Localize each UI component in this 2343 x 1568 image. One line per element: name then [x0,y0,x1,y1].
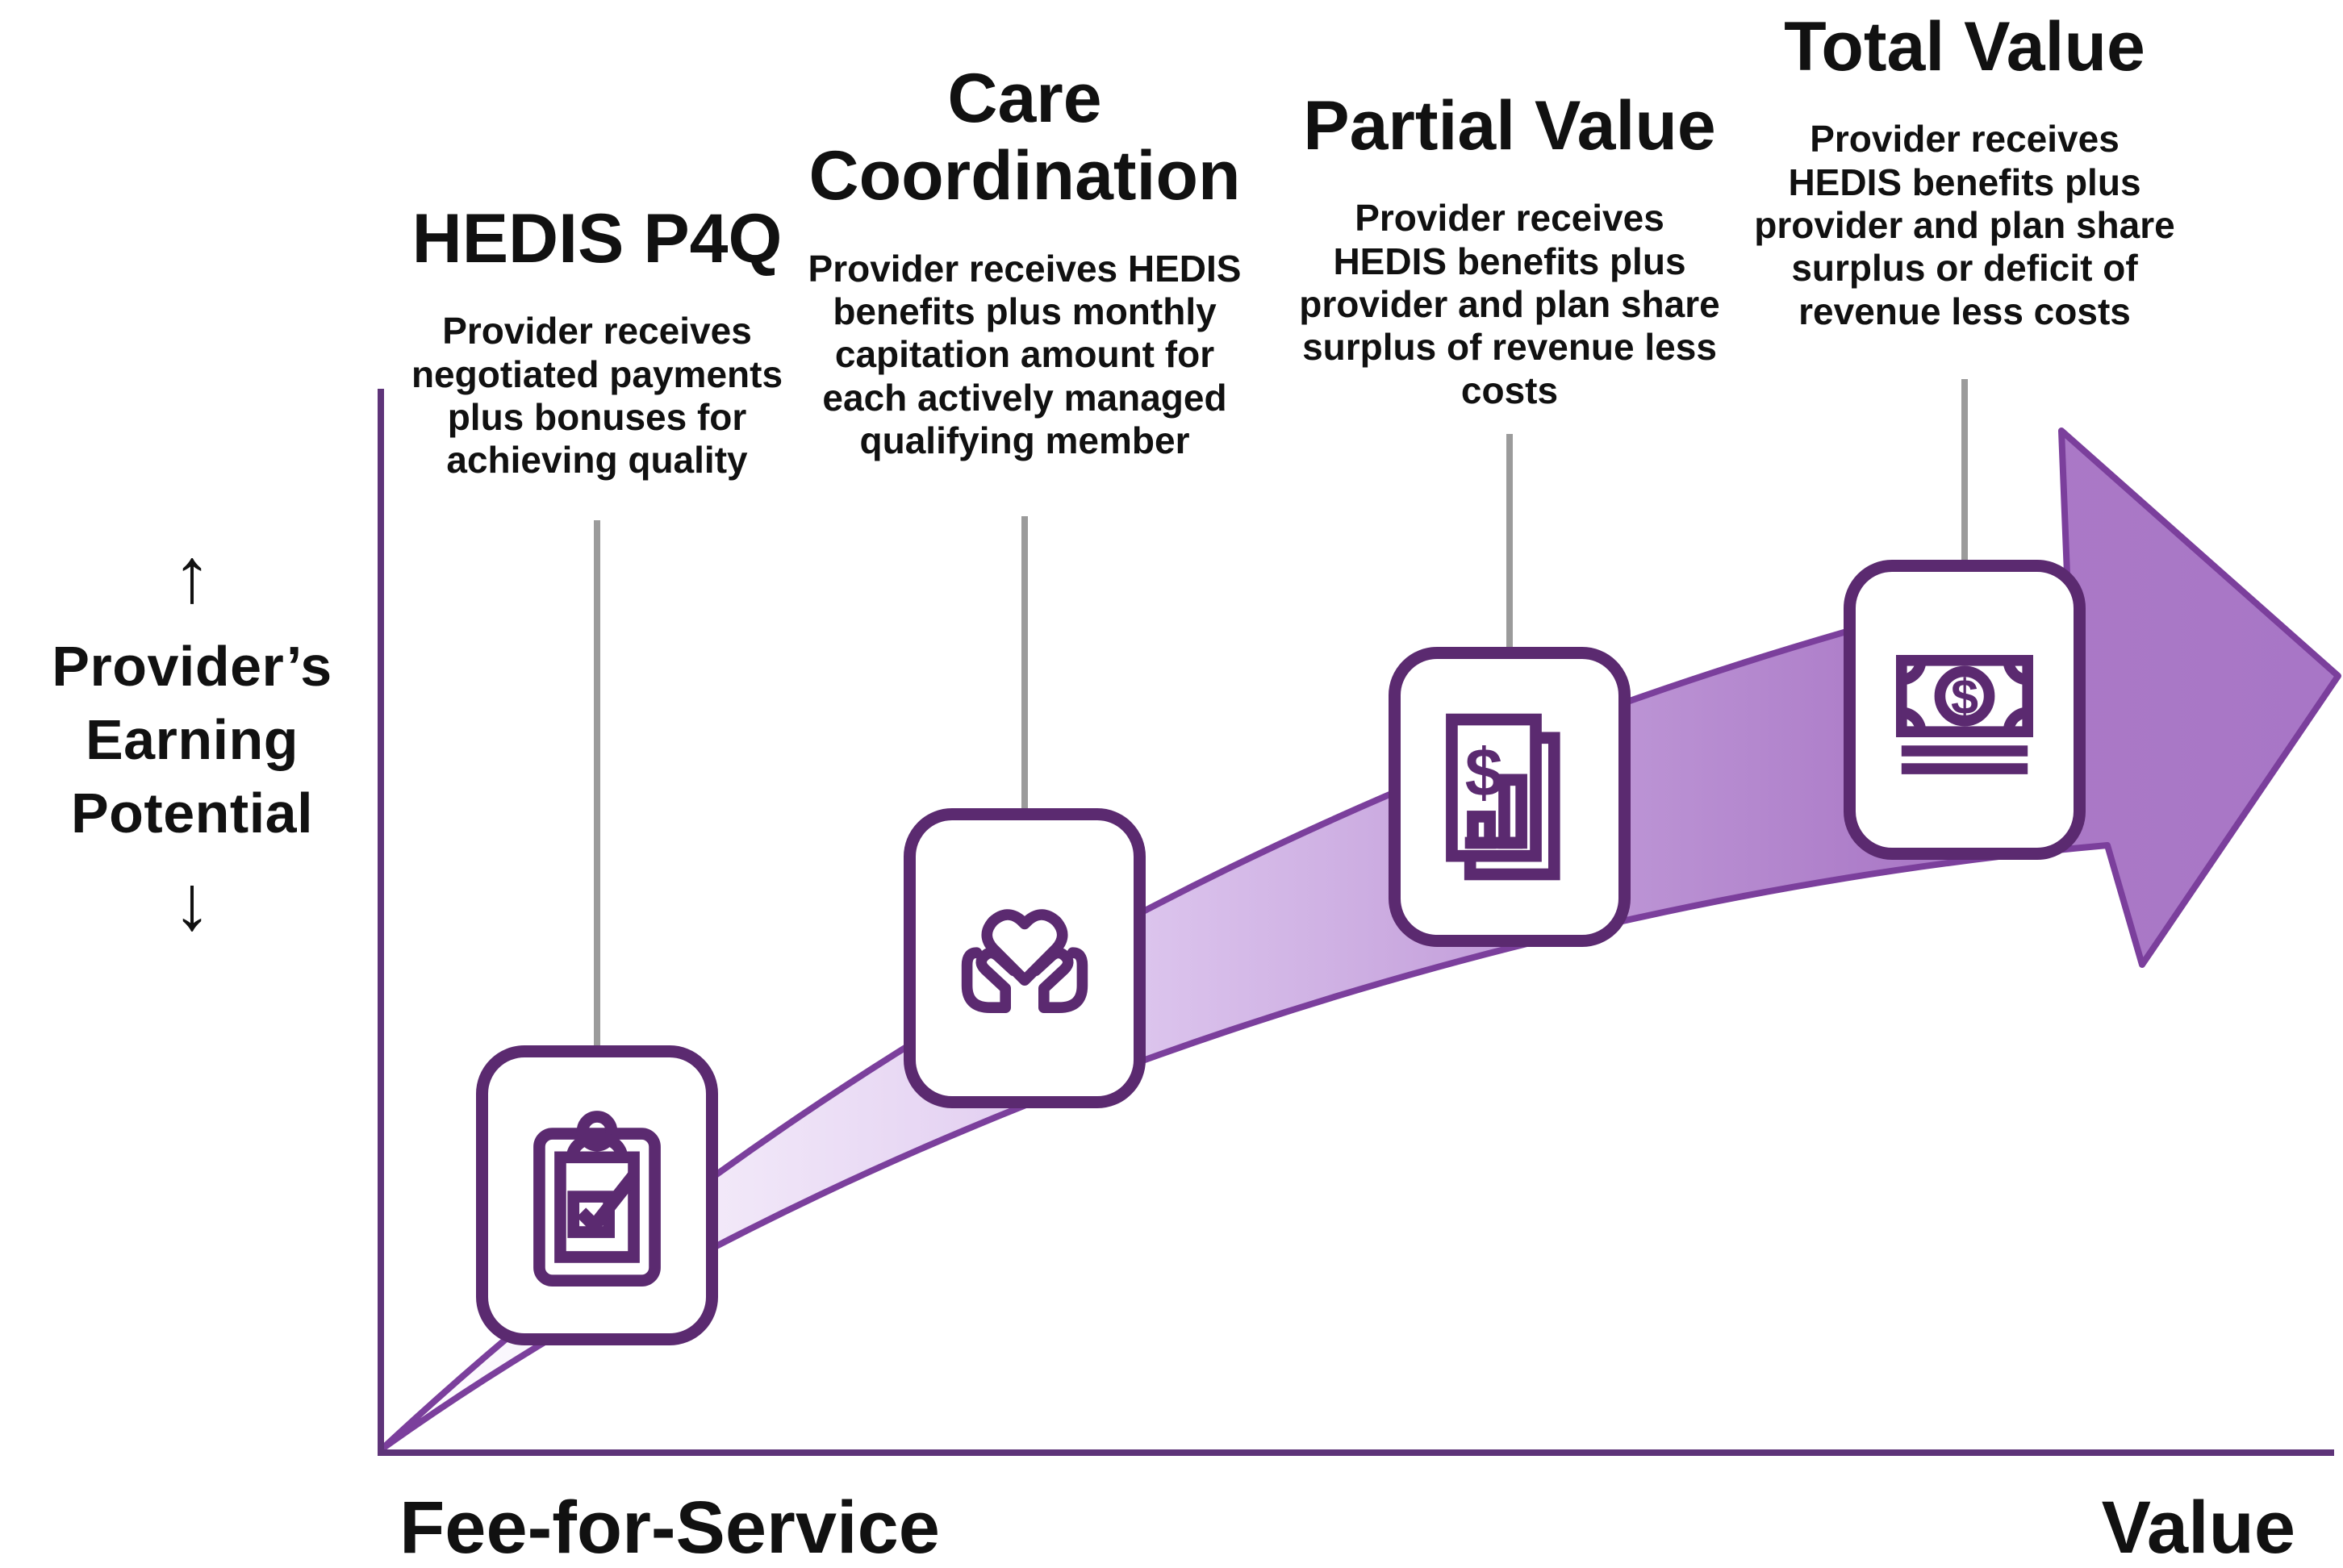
connector-line [1506,434,1513,650]
connector-line [1021,516,1028,811]
stage-description: Provider receives negotiated payments pl… [411,310,783,482]
dollar-report-icon: $ [1446,713,1560,881]
stage-title: HEDIS P4Q [411,200,783,277]
stage-partial-value: Partial Value Provider receives HEDIS be… [1259,87,1760,412]
stage-title: Care Coordination [808,60,1241,215]
y-axis-line [378,389,384,1456]
card-hedis-p4q [476,1045,718,1345]
money-banknote-icon: $ [1896,655,2033,774]
y-axis-label-block: ↑ Provider’s Earning Potential ↓ [6,532,378,946]
svg-text:$: $ [1465,733,1503,810]
stage-title: Total Value [1784,8,2145,85]
x-axis-line [378,1449,2334,1456]
hands-heart-icon [961,909,1088,1013]
card-partial-value: $ [1389,647,1631,947]
stage-care-coordination: Care Coordination Provider receives HEDI… [775,60,1275,462]
clipboard-check-icon [533,1111,661,1287]
stage-description: Provider receives HEDIS benefits plus mo… [808,247,1242,462]
y-axis-label: Provider’s Earning Potential [52,634,332,844]
card-total-value: $ [1844,560,2086,860]
x-axis-label-fee-for-service: Fee-for-Service [399,1487,940,1568]
stage-description: Provider receives HEDIS benefits plus pr… [1299,197,1720,411]
stage-title: Partial Value [1303,87,1716,165]
down-arrow-icon: ↓ [173,859,211,946]
up-arrow-icon: ↑ [173,532,211,619]
stage-hedis-p4q: HEDIS P4Q Provider receives negotiated p… [347,200,847,482]
connector-line [594,520,600,1049]
stage-total-value: Total Value Provider receives HEDIS bene… [1714,8,2215,333]
card-care-coordination [904,808,1146,1108]
x-axis-label-value: Value [2101,1487,2295,1568]
connector-line [1961,379,1968,563]
svg-text:$: $ [1951,669,1978,724]
stage-description: Provider receives HEDIS benefits plus pr… [1754,118,2175,332]
